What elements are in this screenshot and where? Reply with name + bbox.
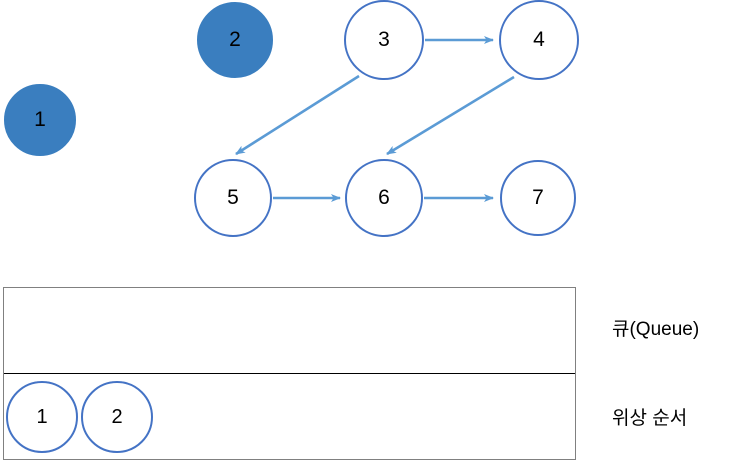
- order-cell-contents: 1 2: [4, 374, 575, 459]
- order-token-1[interactable]: 1: [6, 381, 78, 453]
- order-token-2[interactable]: 2: [81, 381, 153, 453]
- table-row-order: 1 2: [4, 374, 575, 459]
- graph-node-6-label: 6: [378, 185, 390, 209]
- graph-node-7[interactable]: 7: [500, 160, 576, 236]
- graph-node-2-label: 2: [229, 27, 241, 51]
- graph-node-7-label: 7: [532, 185, 544, 209]
- label-queue: 큐(Queue): [612, 319, 700, 340]
- label-topological-order: 위상 순서: [612, 408, 688, 429]
- graph-node-5-label: 5: [227, 185, 239, 209]
- graph-node-6[interactable]: 6: [345, 159, 423, 237]
- edge-4-to-6: [386, 75, 515, 156]
- edge-3-to-5: [235, 74, 360, 156]
- graph-node-4-label: 4: [533, 27, 545, 51]
- state-table: 1 2: [3, 287, 576, 460]
- order-token-2-label: 2: [111, 406, 123, 428]
- graph-node-3-label: 3: [378, 27, 390, 51]
- graph-node-3[interactable]: 3: [344, 0, 424, 80]
- graph-node-5[interactable]: 5: [194, 159, 272, 237]
- graph-node-2[interactable]: 2: [197, 2, 273, 78]
- graph-node-1-label: 1: [34, 107, 46, 131]
- table-row-queue: [4, 288, 575, 374]
- queue-cell-contents: [4, 288, 575, 373]
- order-token-1-label: 1: [36, 406, 48, 428]
- graph-node-4[interactable]: 4: [499, 0, 579, 80]
- graph-node-1[interactable]: 1: [4, 84, 76, 156]
